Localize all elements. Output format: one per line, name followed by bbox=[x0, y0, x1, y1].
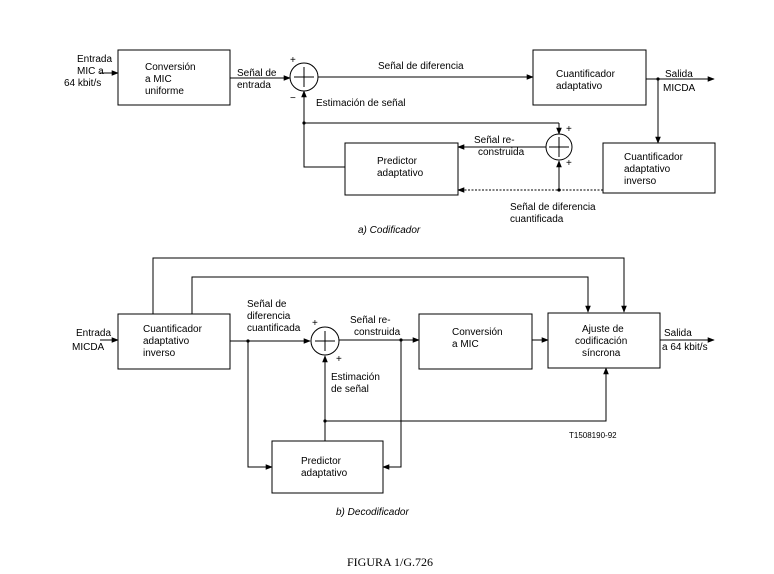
dec-recon-label-1: Señal re- bbox=[350, 315, 391, 326]
dec-predictor-label-1: Predictor bbox=[301, 456, 342, 467]
dec-est-label-1: Estimación bbox=[331, 372, 380, 383]
dec-output-label-1: Salida bbox=[664, 328, 692, 339]
enc-predictor-label-1: Predictor bbox=[377, 156, 418, 167]
dec-qdiff-label-3: cuantificada bbox=[247, 323, 301, 334]
enc-invq-label-1: Cuantificador bbox=[624, 152, 684, 163]
dec-est-to-sync bbox=[325, 367, 609, 422]
dec-top-line-outer bbox=[152, 257, 627, 314]
enc-output-label-1: Salida bbox=[665, 69, 693, 80]
dec-summer-plus-bottom: + bbox=[336, 354, 342, 365]
dec-conversion-block bbox=[418, 313, 533, 370]
dec-top-line-inner bbox=[191, 276, 591, 314]
dec-qdiff-to-predictor bbox=[247, 341, 273, 470]
enc-invq-label-3: inverso bbox=[624, 176, 657, 187]
enc-predictor-label-2: adaptativo bbox=[377, 168, 424, 179]
enc-recon-plus-bottom: + bbox=[566, 158, 572, 169]
dec-predictor-block bbox=[271, 440, 384, 494]
dec-predictor-label-2: adaptativo bbox=[301, 468, 348, 479]
encoder-diagram: Entrada MIC a 64 kbit/s Conversión a MIC… bbox=[64, 49, 716, 236]
dec-invq-label-3: inverso bbox=[143, 348, 176, 359]
dec-output-label-2: a 64 kbit/s bbox=[662, 342, 708, 353]
enc-qdiff-label-1: Señal de diferencia bbox=[510, 202, 596, 213]
enc-est-feedback bbox=[301, 90, 345, 168]
dec-input-label-2: MICDA bbox=[72, 342, 105, 353]
decoder-diagram: Entrada MICDA Cuantificador adaptativo i… bbox=[72, 257, 715, 518]
enc-input-label-3: 64 kbit/s bbox=[64, 78, 101, 89]
figure-label: FIGURA 1/G.726 bbox=[347, 555, 433, 569]
enc-quantizer-block bbox=[532, 49, 647, 106]
enc-conversion-label-2: a MIC bbox=[145, 74, 172, 85]
dec-caption: b) Decodificador bbox=[336, 507, 409, 518]
dec-qdiff-label-1: Señal de bbox=[247, 299, 287, 310]
enc-quantizer-label-1: Cuantificador bbox=[556, 69, 616, 80]
dec-est-label-2: de señal bbox=[331, 384, 369, 395]
enc-inverse-quantizer-block bbox=[602, 142, 716, 194]
dec-qdiff-label-2: diferencia bbox=[247, 311, 291, 322]
enc-quantizer-label-2: adaptativo bbox=[556, 81, 603, 92]
enc-qdiff-label-2: cuantificada bbox=[510, 214, 564, 225]
enc-signal-in-label-2: entrada bbox=[237, 80, 271, 91]
dec-invq-label-2: adaptativo bbox=[143, 336, 190, 347]
dec-conversion-label-1: Conversión bbox=[452, 327, 503, 338]
enc-summer-plus: + bbox=[290, 55, 296, 66]
enc-est-label: Estimación de señal bbox=[316, 98, 406, 109]
dec-figure-code: T1508190-92 bbox=[569, 431, 617, 440]
dec-summer-plus-top: + bbox=[312, 318, 318, 329]
enc-conversion-label-1: Conversión bbox=[145, 62, 196, 73]
enc-summer-minus: − bbox=[290, 93, 296, 104]
enc-caption: a) Codificador bbox=[358, 225, 421, 236]
dec-inverse-quantizer-block bbox=[117, 313, 231, 370]
dec-sync-label-1: Ajuste de bbox=[582, 324, 624, 335]
enc-recon-plus-top: + bbox=[566, 124, 572, 135]
dec-sync-label-2: codificación bbox=[575, 336, 627, 347]
enc-recon-label-1: Señal re- bbox=[474, 135, 515, 146]
enc-signal-in-label-1: Señal de bbox=[237, 68, 277, 79]
enc-input-label-2: MIC a bbox=[77, 66, 104, 77]
dec-sync-label-3: síncrona bbox=[582, 348, 621, 359]
enc-conversion-label-3: uniforme bbox=[145, 86, 184, 97]
dec-input-label-1: Entrada bbox=[76, 328, 111, 339]
dec-recon-label-2: construida bbox=[354, 327, 401, 338]
dec-invq-label-1: Cuantificador bbox=[143, 324, 203, 335]
enc-output-label-2: MICDA bbox=[663, 83, 696, 94]
enc-diff-label: Señal de diferencia bbox=[378, 61, 464, 72]
dec-recon-to-predictor bbox=[382, 340, 402, 470]
enc-input-label-1: Entrada bbox=[77, 54, 112, 65]
dec-conversion-label-2: a MIC bbox=[452, 339, 479, 350]
enc-invq-label-2: adaptativo bbox=[624, 164, 671, 175]
enc-recon-label-2: construida bbox=[478, 147, 525, 158]
enc-est-junction bbox=[302, 121, 306, 125]
enc-predictor-block bbox=[344, 142, 459, 196]
